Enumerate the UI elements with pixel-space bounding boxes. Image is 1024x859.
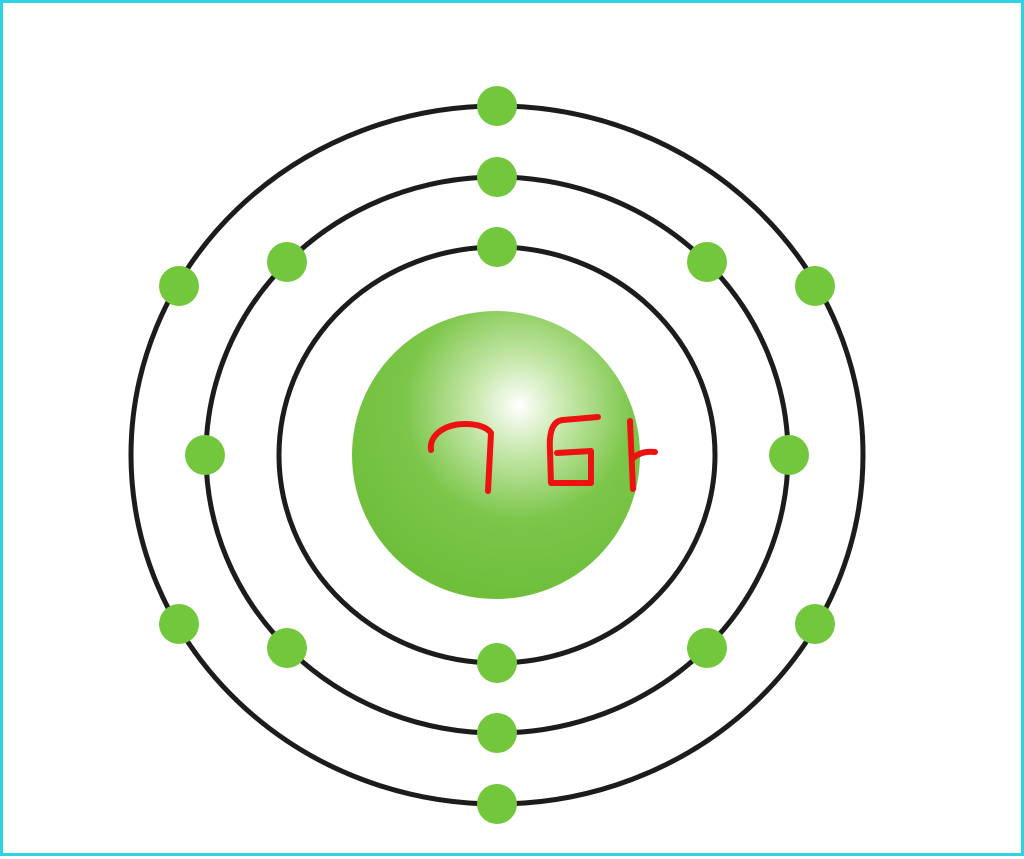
electron-shell-2	[687, 242, 727, 282]
electron-shell-2	[477, 157, 517, 197]
electron-shell-3	[477, 86, 517, 126]
electrons	[159, 86, 835, 824]
electron-shell-3	[795, 266, 835, 306]
electron-shell-3	[795, 604, 835, 644]
electron-shell-2	[185, 435, 225, 475]
bohr-model-diagram	[128, 86, 866, 824]
electron-shell-1	[477, 643, 517, 683]
nucleus	[352, 311, 640, 599]
handwritten-annotation	[427, 414, 658, 494]
electron-shell-2	[769, 435, 809, 475]
electron-shell-2	[267, 628, 307, 668]
annotation-digit-seven	[427, 421, 494, 494]
electron-shell-3	[159, 266, 199, 306]
electron-shell-2	[267, 242, 307, 282]
electron-shell-2	[477, 713, 517, 753]
annotation-letter-g	[546, 414, 601, 486]
electron-shell-2	[687, 628, 727, 668]
electron-shell-3	[159, 604, 199, 644]
annotation-letter-r	[627, 418, 658, 492]
electron-shell-3	[477, 784, 517, 824]
electron-shell-1	[477, 227, 517, 267]
